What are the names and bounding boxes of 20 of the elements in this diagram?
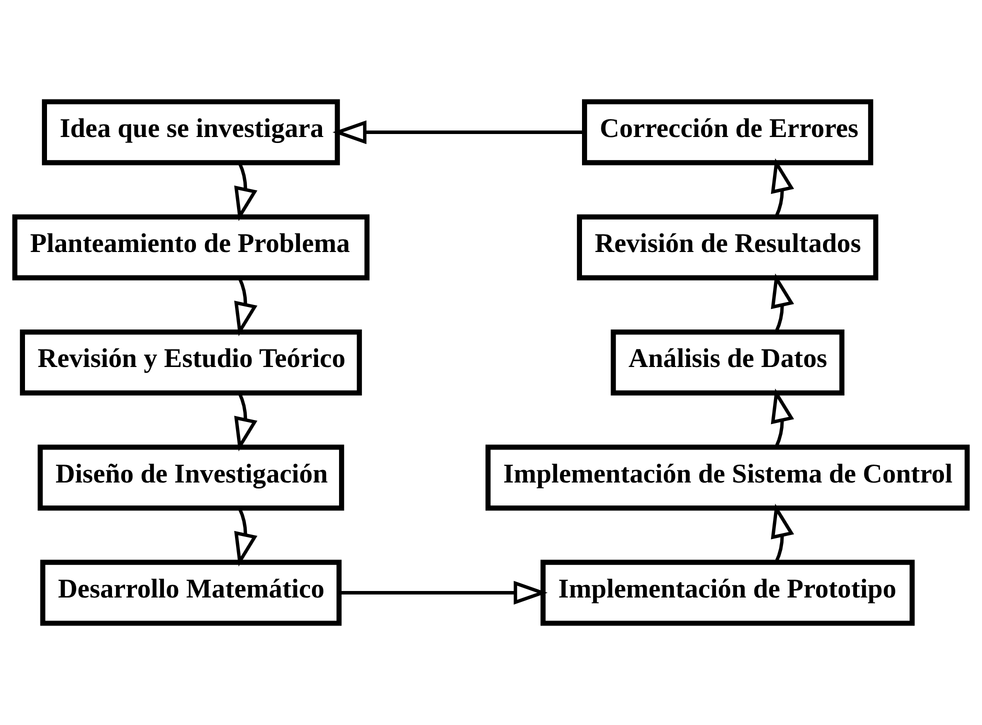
node-box: Análisis de Datos — [610, 329, 844, 396]
arrow — [234, 162, 258, 222]
arrow — [770, 158, 794, 217]
arrow — [770, 273, 794, 332]
node-box: Planteamiento de Problema — [12, 214, 370, 280]
node-box: Diseño de Investigación — [38, 444, 344, 511]
arrow — [770, 504, 794, 562]
arrow — [234, 278, 258, 336]
node-box: Corrección de Errores — [582, 99, 874, 166]
arrow — [770, 388, 794, 448]
arrow — [234, 508, 258, 567]
node-box: Implementación de Prototipo — [540, 560, 915, 626]
node-box: Revisión de Resultados — [576, 214, 878, 280]
arrow — [339, 580, 548, 605]
node-box: Revisión y Estudio Teórico — [20, 329, 362, 396]
arrow — [234, 392, 258, 452]
node-box: Desarrollo Matemático — [40, 560, 342, 626]
node-box: Idea que se investigara — [42, 99, 340, 166]
arrow — [332, 120, 584, 144]
node-box: Implementación de Sistema de Control — [486, 444, 970, 511]
